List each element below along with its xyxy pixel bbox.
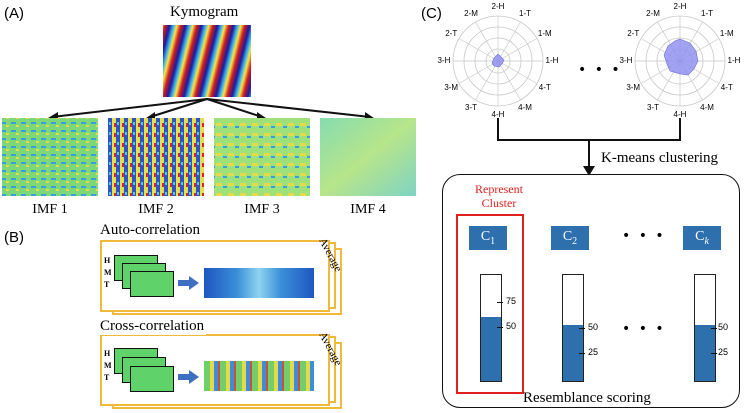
radar-axis-label: 2-M: [464, 9, 478, 19]
ck-tick-mark-50: [711, 328, 717, 329]
panel-a-graphics: [2, 25, 416, 196]
cluster-ck-fill: [695, 324, 715, 381]
radar-spoke: [458, 60, 499, 84]
cluster-c1-fill: [481, 317, 501, 381]
imf4-label: IMF 4: [350, 202, 386, 217]
row-label-t: T: [104, 280, 110, 289]
radar-axis-label: 1-T: [701, 9, 713, 19]
panel-b-label: (B): [4, 229, 24, 246]
ck-tick-mark-25: [711, 353, 717, 354]
c2-tick-25: 25: [588, 347, 599, 357]
auto-signal-3: [130, 271, 174, 297]
radar-axis-label: 4-T: [720, 83, 733, 92]
imf4-image: [320, 118, 416, 196]
represent-highlight-box: [456, 214, 524, 394]
ck-tick-50: 50: [718, 322, 729, 332]
radar-axis-label: 3-H: [619, 56, 633, 65]
c2-tick-mark-25: [579, 353, 585, 354]
radar-spoke: [497, 60, 521, 101]
radar-axis-label: 3-M: [626, 83, 641, 92]
imf1-image: [2, 118, 98, 196]
cross-correlation-map: [204, 361, 314, 391]
radar-right: [634, 15, 726, 107]
c1-tick-75: 75: [506, 296, 517, 306]
radar-spoke: [497, 38, 538, 62]
imf2-image: [108, 118, 204, 196]
radar-spoke: [497, 60, 538, 84]
kymogram-image: [163, 25, 251, 97]
radar-axis-label: 4-M: [518, 102, 532, 112]
cluster-ellipsis-top: • • •: [622, 228, 666, 244]
radar-right-shape: [663, 38, 699, 76]
cross-hmt: H M T: [104, 349, 112, 382]
radar-left: [452, 15, 544, 107]
auto-correlation-map: [204, 268, 314, 298]
radar-axis-label: 1-H: [545, 56, 559, 65]
imf3-image: [214, 118, 310, 196]
row-label-m: M: [104, 268, 112, 277]
imf2-label: IMF 2: [138, 202, 174, 217]
radar-axis-label: 1-M: [719, 29, 734, 38]
panel-c-label: (C): [421, 5, 442, 22]
cluster-c1-badge: C1: [469, 226, 507, 250]
auto-arrow-icon: [178, 276, 199, 290]
panel-a-label: (A): [4, 5, 24, 22]
cluster-c2-badge: C2: [551, 226, 589, 250]
row-label-h: H: [104, 256, 111, 265]
radar-ellipsis: • • •: [578, 62, 622, 78]
row-label-h: H: [104, 349, 111, 358]
radar-spoke: [458, 38, 499, 62]
radar-spoke: [475, 21, 499, 62]
cross-signal-3: [130, 366, 174, 392]
represent-text: Represent: [475, 182, 523, 196]
ck-tick-25: 25: [718, 347, 729, 357]
resemblance-scoring-label: Resemblance scoring: [523, 390, 651, 406]
radar-axis-label: 3-H: [437, 56, 451, 65]
radar-axis-label: 3-T: [647, 102, 659, 112]
c2-tick-50: 50: [588, 322, 599, 332]
cluster-c1-bar: [480, 274, 502, 382]
auto-hmt: H M T: [104, 256, 112, 289]
cross-arrow-icon: [178, 370, 199, 384]
radar-axis-label: 2-M: [646, 9, 660, 19]
kmeans-connector: [497, 118, 681, 176]
c1-tick-50: 50: [506, 321, 517, 331]
radar-spoke: [497, 21, 521, 62]
row-label-t: T: [104, 373, 110, 382]
cluster-c2-fill: [563, 324, 583, 381]
c1-tick-mark-75: [497, 302, 503, 303]
radar-spoke: [475, 60, 499, 101]
radar-axis-label: 3-T: [465, 102, 477, 112]
radar-axis-label: 2-T: [445, 29, 458, 38]
radar-axis-label: 1-T: [519, 9, 531, 19]
cluster-text: Cluster: [481, 196, 517, 210]
imf3-label: IMF 3: [244, 202, 280, 217]
radar-axis-label: 2-H: [673, 2, 687, 11]
c2-tick-mark-50: [579, 328, 585, 329]
cluster-ck-badge: Ck: [683, 226, 721, 250]
radar-axis-label: 1-M: [537, 29, 552, 38]
auto-correlation-title: Auto-correlation: [98, 222, 202, 239]
radar-plots: [452, 15, 726, 107]
cross-correlation-title: Cross-correlation: [98, 318, 207, 335]
radar-axis-label: 3-M: [444, 83, 459, 92]
radar-axis-label: 2-H: [491, 2, 505, 11]
radar-axis-label: 4-M: [700, 102, 714, 112]
represent-cluster-label: Represent Cluster: [470, 182, 528, 210]
radar-axis-label: 4-H: [491, 110, 505, 119]
imf1-label: IMF 1: [32, 202, 68, 217]
radar-axis-label: 4-T: [538, 83, 551, 92]
radar-axis-label: 1-H: [727, 56, 741, 65]
c1-tick-mark-50: [497, 327, 503, 328]
cluster-ellipsis-middle: • • •: [622, 321, 666, 337]
cluster-c2-bar: [562, 274, 584, 382]
kmeans-label: K-means clustering: [601, 150, 719, 166]
radar-axis-label: 2-T: [627, 29, 640, 38]
radar-left-shape: [491, 53, 505, 68]
radar-axis-label: 4-H: [673, 110, 687, 119]
kymogram-title: Kymogram: [170, 4, 239, 20]
row-label-m: M: [104, 361, 112, 370]
